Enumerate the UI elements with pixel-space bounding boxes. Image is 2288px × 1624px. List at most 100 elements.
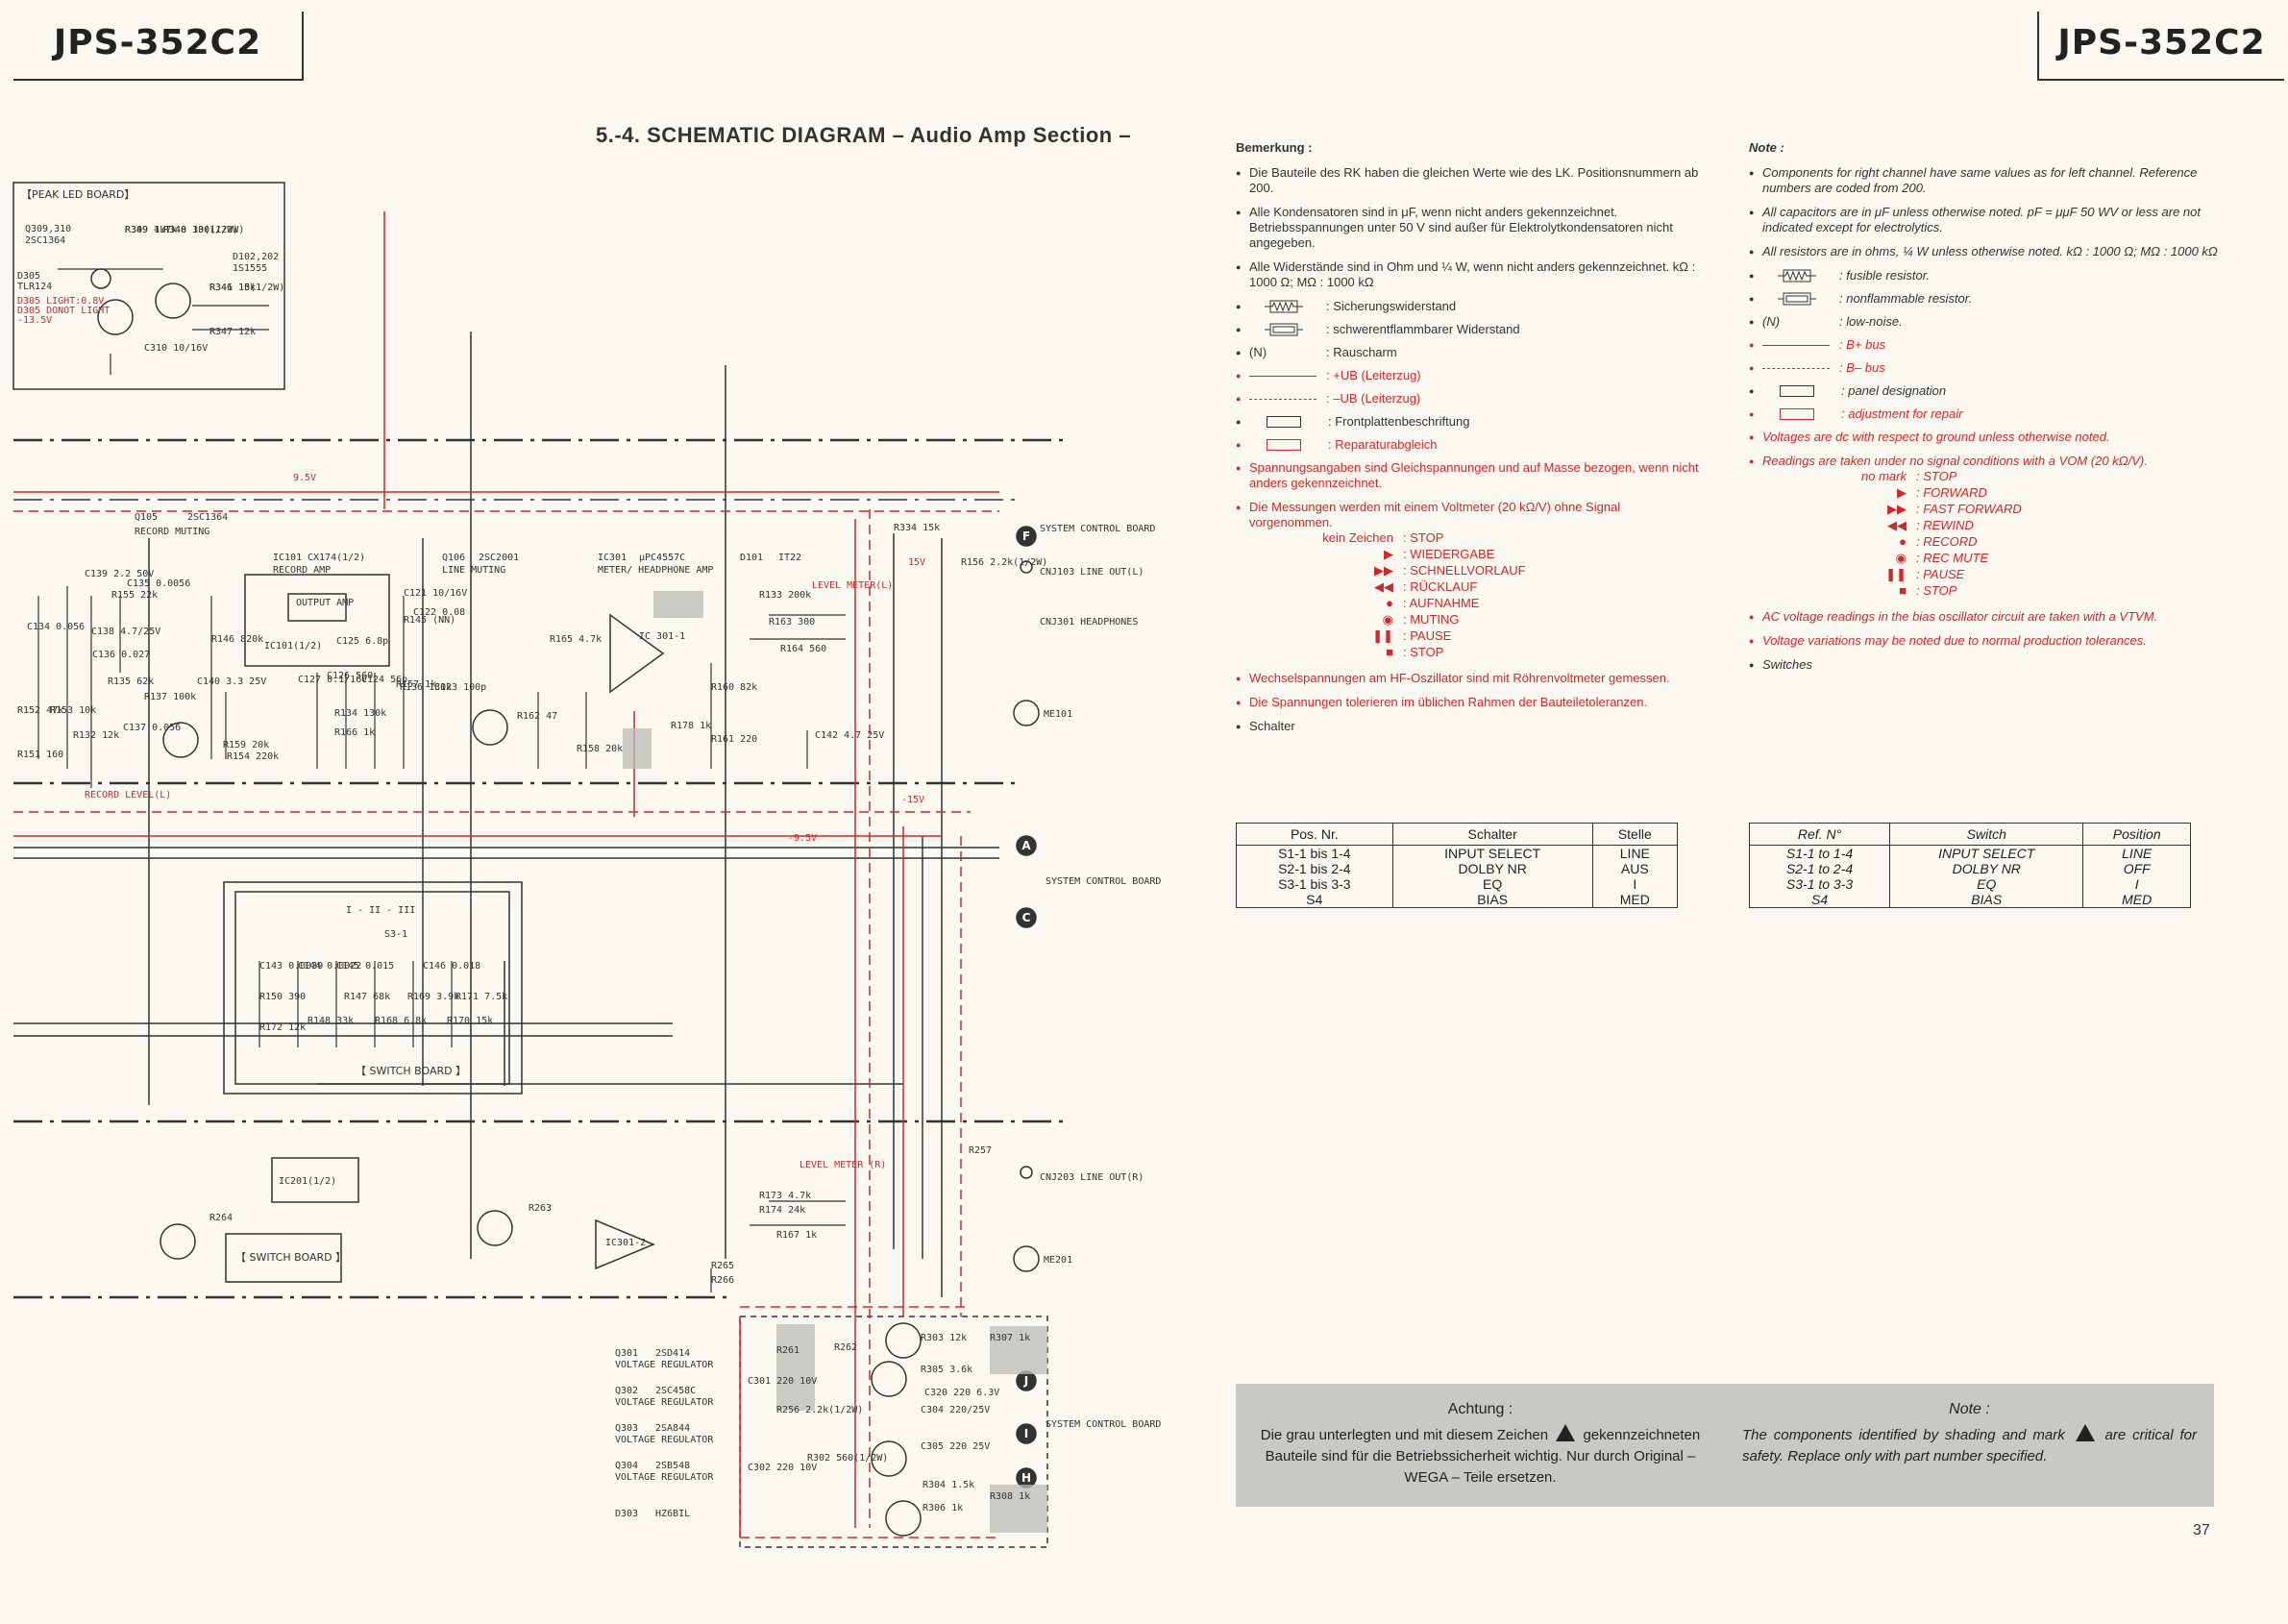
capacitor-label: C144 0.0022 [298, 961, 361, 972]
notes-de-item: Alle Widerstände sind in Ohm und ¼ W, we… [1236, 259, 1705, 290]
mode-symbol: ◉ [1895, 551, 1907, 565]
resistor-label: R349 4.7k [125, 225, 177, 235]
legend-fusible: : Sicherungswiderstand [1236, 299, 1705, 314]
capacitor-label: C305 220 25V [921, 1441, 990, 1452]
mode-name: : MUTING [1403, 612, 1460, 627]
legend-bplus: : +UB (Leiterzug) [1236, 368, 1705, 383]
resistor-label: R150 390 [259, 992, 306, 1002]
legend-fusible-en: : fusible resistor. [1749, 268, 2220, 283]
table-cell: LINE [1591, 845, 1679, 861]
legend-bplus-en: : B+ bus [1749, 337, 2220, 353]
capacitor-label: C302 220 10V [748, 1463, 817, 1473]
table-cell: BIAS [1391, 892, 1593, 908]
capacitor-label: C301 220 10V [748, 1376, 817, 1387]
notes-german: Bemerkung : Die Bauteile des RK haben di… [1236, 140, 1705, 743]
mode-symbol: ❚❚ [1885, 567, 1907, 581]
capacitor-label: C143 0.0039 [259, 961, 323, 972]
resistor-label: R262 [834, 1342, 857, 1353]
mode-legend-row: ●: AUFNAHME [1249, 596, 1705, 612]
legend-nonflammable: : schwerentflammbarer Widerstand [1236, 322, 1705, 337]
resistor-label: R261 [776, 1345, 800, 1356]
q301-ref: Q301 [615, 1348, 638, 1359]
legend-adjust-en: : adjustment for repair [1749, 406, 2220, 422]
switch-board-bottom-label: 【 SWITCH BOARD 】 [235, 1251, 346, 1264]
q302-ref: Q302 [615, 1386, 638, 1396]
notes-english: Note : Components for right channel have… [1749, 140, 2220, 681]
notes-en-heading: Note : [1749, 140, 1784, 155]
mode-legend-row: ◉: REC MUTE [1762, 551, 2220, 567]
capacitor-label: C138 4.7/25V [91, 627, 160, 637]
ic301-1-label: IC 301-1 [639, 631, 685, 642]
q106-part: 2SC2001 [479, 553, 519, 563]
q303-desc: VOLTAGE REGULATOR [615, 1435, 714, 1445]
capacitor-label: C320 220 6.3V [924, 1388, 999, 1398]
ic301-desc: METER/ HEADPHONE AMP [598, 565, 713, 576]
mode-symbol: ❚❚ [1372, 628, 1393, 643]
mode-symbol: ◉ [1382, 612, 1393, 627]
page-number: 37 [2193, 1522, 2210, 1538]
mode-legend-row: ◉ : MUTING [1249, 612, 1705, 628]
system-control-label-3: SYSTEM CONTROL BOARD [1046, 1419, 1161, 1430]
resistor-label: R303 12k [921, 1333, 967, 1343]
q309-ref: Q309,310 [25, 224, 71, 234]
notes-de-item: Die Bauteile des RK haben die gleichen W… [1236, 165, 1705, 196]
mode-name: : PAUSE [1916, 567, 1965, 581]
ic301-part: μPC4557C [639, 553, 685, 563]
meter-me101: ME101 [1044, 709, 1072, 720]
jack-line-out-l: CNJ103 LINE OUT(L) [1040, 567, 1144, 578]
notes-en-measure: Readings are taken under no signal condi… [1749, 454, 2220, 469]
resistor-label: R147 68k [344, 992, 390, 1002]
notes-de-voltage: Spannungsangaben sind Gleichspannungen u… [1236, 460, 1705, 491]
ic101-ref: IC101 [273, 553, 302, 563]
mode-name: : REWIND [1916, 518, 1974, 532]
q105-ref: Q105 [135, 512, 158, 523]
capacitor-label: C123 100p [434, 682, 486, 693]
q304-part: 2SB548 [655, 1461, 690, 1471]
notes-de-switches: Schalter [1236, 719, 1705, 734]
notes-en-switches: Switches [1749, 657, 2220, 673]
d102-part: 1S1555 [233, 263, 267, 274]
table-cell: INPUT SELECT [1889, 845, 2084, 861]
q105-part: 2SC1364 [187, 512, 228, 523]
ic301-2-label: IC301-2 [605, 1238, 646, 1248]
warning-de-heading: Achtung : [1447, 1401, 1513, 1417]
resistor-label: R347 12k [209, 327, 256, 337]
resistor-label: R308 1k [990, 1491, 1030, 1502]
mode-legend-row: no mark: STOP [1762, 469, 2220, 485]
notes-de-heading: Bemerkung : [1236, 140, 1313, 155]
capacitor-label: C146 0.018 [423, 961, 480, 972]
system-control-label-2: SYSTEM CONTROL BOARD [1046, 876, 1161, 887]
resistor-label: R161 220 [711, 734, 757, 745]
resistor-label: R160 82k [711, 682, 757, 693]
ic301-ref: IC301 [598, 553, 627, 563]
legend-panel-en: : panel designation [1749, 383, 2220, 399]
s3-1-label: S3-1 [384, 929, 407, 940]
record-level-label: RECORD LEVEL(L) [85, 790, 171, 800]
capacitor-label: C126 560 [327, 671, 373, 681]
table-cell: S3-1 bis 3-3 [1236, 876, 1393, 892]
resistor-label: R163 300 [769, 617, 815, 627]
resistor-label: R171 7.5k [455, 992, 507, 1002]
schematic-diagram: 【PEAK LED BOARD】 Q309,310 2SC1364 D305 T… [12, 182, 1161, 1548]
table-cell: AUS [1591, 861, 1679, 876]
resistor-label: R307 1k [990, 1333, 1030, 1343]
d305-part: TLR124 [17, 282, 52, 292]
resistor-label: R154 220k [227, 751, 279, 762]
connector-i: I [1024, 1427, 1028, 1440]
v95-label: 9.5V [293, 473, 316, 483]
warning-en-heading: Note : [1949, 1401, 1990, 1417]
resistor-label: R306 1k [923, 1503, 963, 1513]
table-header: Switch [1889, 823, 2084, 846]
resistor-label: R167 1k [776, 1230, 817, 1241]
table-cell: EQ [1391, 876, 1593, 892]
mode-symbol: ▶▶ [1374, 563, 1393, 578]
safety-warning-en: Note : The components identified by shad… [1742, 1401, 2198, 1464]
q302-part: 2SC458C [655, 1386, 696, 1396]
resistor-label: R135 62k [108, 677, 154, 687]
resistor-label: R341 10(1/2W) [209, 283, 284, 293]
